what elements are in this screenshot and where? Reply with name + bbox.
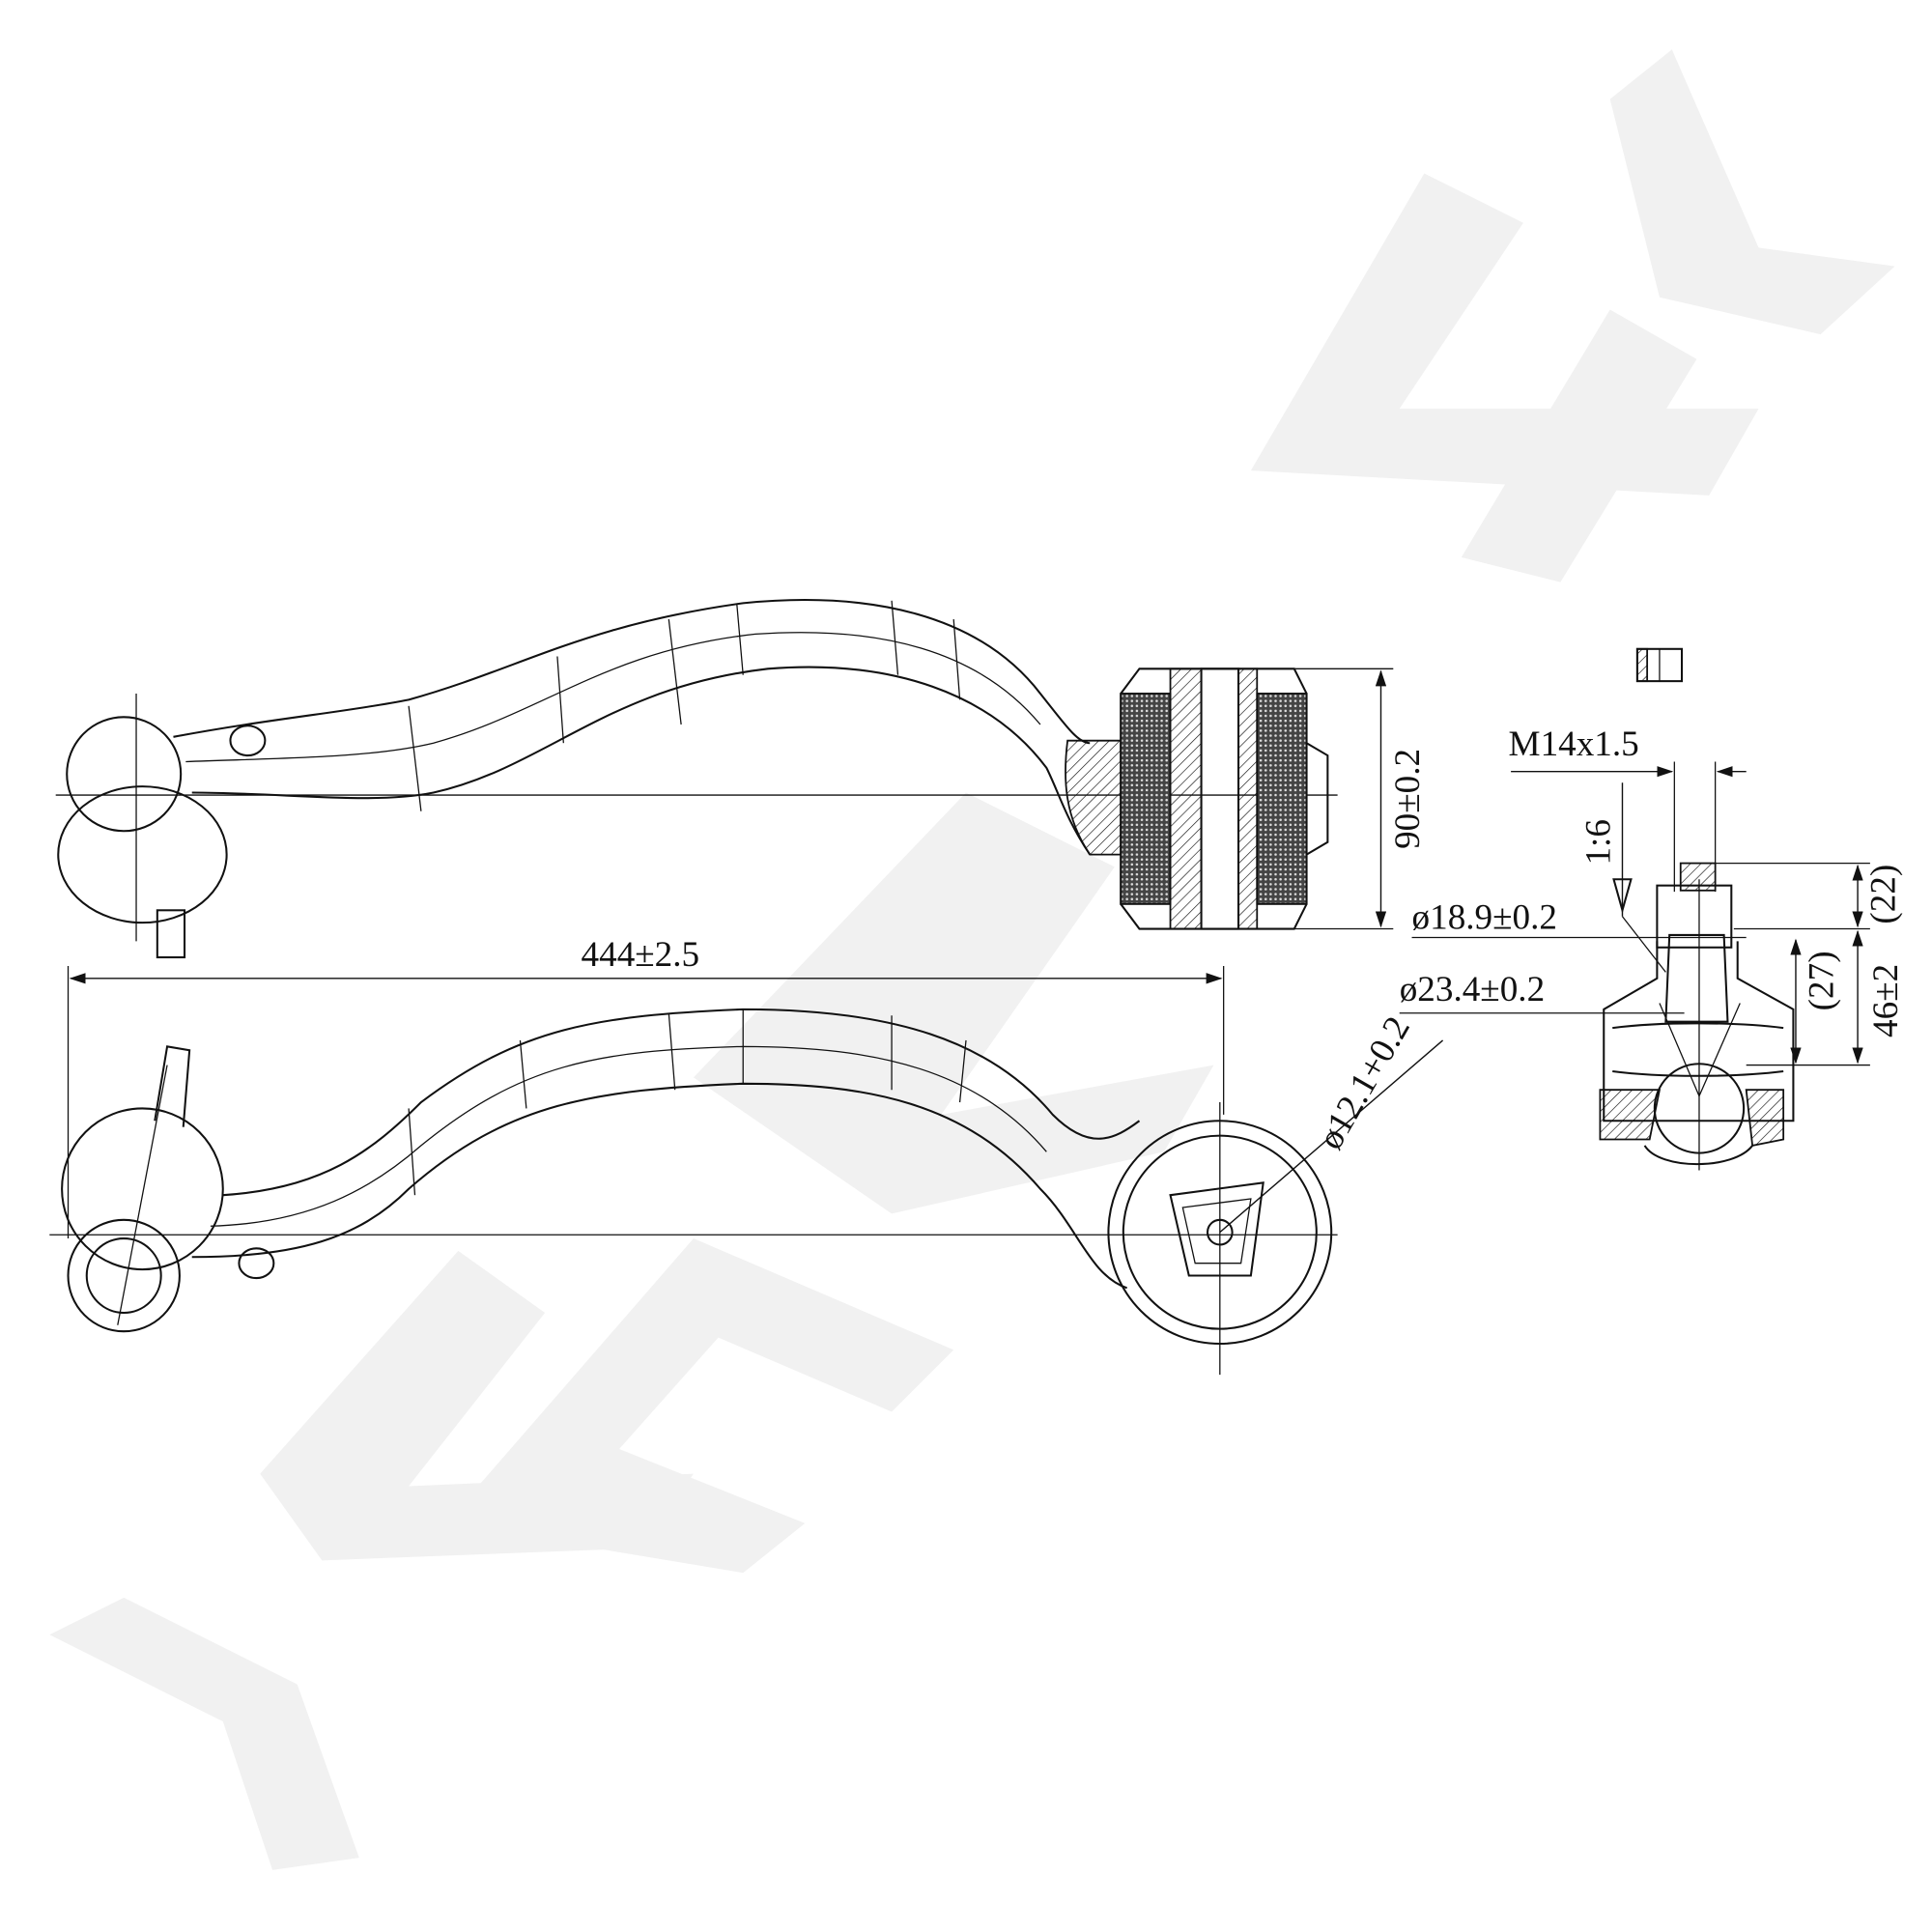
dimension-length: 444±2.5 — [67, 935, 1225, 1239]
dimension-bushing-width: 90±0.2 — [1293, 668, 1428, 930]
taper-ratio-label: 1:6 — [1579, 819, 1619, 865]
top-view-arm — [55, 599, 1338, 959]
ball-joint-detail: M14x1.5 1:6 ø18.9±0.2 ø23.4±0.2 (22) (27… — [1400, 647, 1906, 1171]
thread-length-label: (22) — [1864, 865, 1904, 924]
bushing-bore-label: ø12.1+0.2 — [1311, 1010, 1418, 1156]
taper-length-label: (27) — [1802, 951, 1841, 1010]
bushing-width-label: 90±0.2 — [1388, 749, 1428, 849]
dimension-bushing-bore: ø12.1+0.2 — [1219, 1010, 1444, 1234]
taper-small-dia-label: ø18.9±0.2 — [1412, 898, 1557, 938]
bottom-view-arm — [49, 1008, 1338, 1376]
thread-label: M14x1.5 — [1509, 724, 1639, 764]
nut-icon — [1635, 647, 1684, 683]
taper-large-dia-label: ø23.4±0.2 — [1400, 970, 1545, 1009]
watermark-logo — [49, 49, 1895, 1870]
stud-height-label: 46±2 — [1866, 964, 1906, 1037]
length-dimension-label: 444±2.5 — [582, 935, 700, 975]
